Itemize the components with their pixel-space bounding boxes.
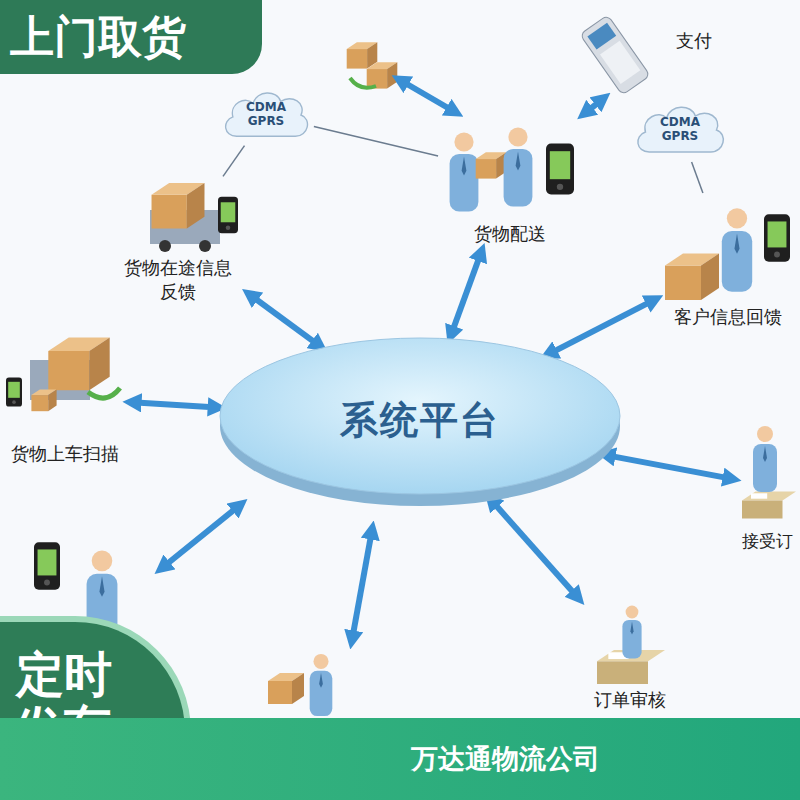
scan-node: 货物上车扫描 [4, 330, 126, 466]
node-label: 货物上车扫描 [4, 442, 126, 466]
node-label: 上门取货 [10, 0, 262, 74]
order-node: 接受订 [738, 418, 796, 553]
title-banner: 上门取货 [0, 0, 262, 74]
node-label: 订单审核 [582, 688, 678, 712]
network-cloud: CDMA GPRS [632, 100, 728, 160]
flow-arrow [585, 99, 603, 114]
flow-arrow [606, 455, 732, 479]
payment-node: 支付 [585, 15, 730, 95]
node-label: CDMA GPRS [657, 116, 703, 144]
transit-node: 货物在途信息反馈 [110, 178, 245, 305]
network-cloud: CDMA GPRS [220, 86, 312, 144]
node-label: 万达通物流公司 [0, 718, 800, 800]
flow-arrow [548, 300, 655, 355]
link-line [314, 126, 438, 156]
review-node: 订单审核 [582, 600, 678, 712]
link-line [692, 162, 703, 193]
link-line [223, 146, 245, 177]
flow-arrow [132, 402, 217, 407]
platform-ellipse: 系统平台 [215, 330, 625, 510]
flow-arrow [250, 295, 320, 347]
node-label: 系统平台 [340, 395, 500, 446]
node-label: CDMA GPRS [243, 101, 289, 129]
node-label: 接受订 [738, 530, 796, 553]
node-label: 支付 [657, 29, 730, 53]
icons [6, 15, 796, 716]
node-label: 货物在途信息反馈 [122, 256, 234, 305]
flow-arrow [491, 500, 578, 598]
node-label: 货物配送 [440, 222, 580, 246]
flow-arrow [451, 252, 481, 335]
company-bar: 万达通物流公司 [0, 718, 800, 800]
node-label: 客户信息回馈 [660, 305, 796, 329]
delivery-node: 货物配送 [440, 100, 580, 246]
feedback-node: 客户信息回馈 [660, 195, 796, 329]
